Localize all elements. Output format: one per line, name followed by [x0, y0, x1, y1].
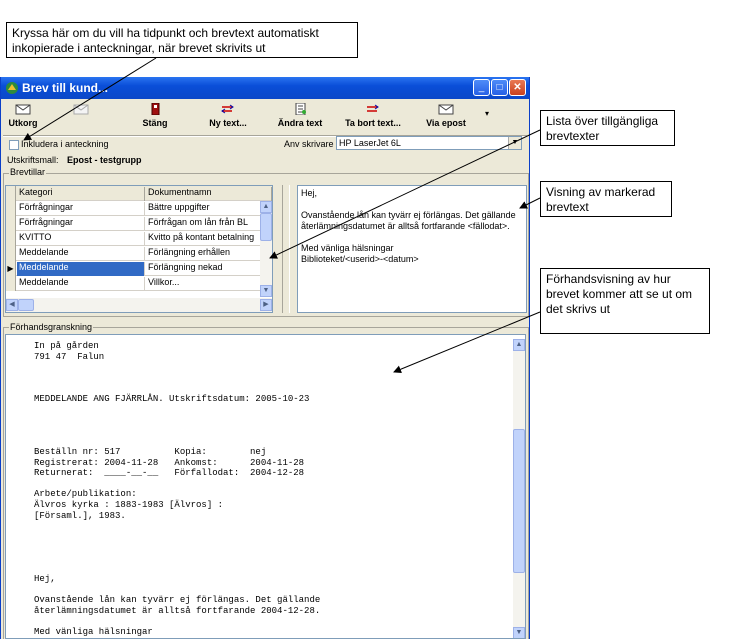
- app-icon: [6, 82, 18, 94]
- callout-checkbox-note: Kryssa här om du vill ha tidpunkt och br…: [6, 22, 358, 58]
- preview-line: 791 47 Falun: [34, 351, 105, 362]
- callout-preview-note: Förhandsvisning av hur brevet kommer att…: [540, 268, 710, 334]
- callout-list-note: Lista över tillgängliga brevtexter: [540, 110, 675, 146]
- preview-line: Med vänliga hälsningar: [34, 627, 153, 638]
- preview-line: Beställn nr: 517 Kopia: nej: [34, 447, 267, 457]
- email-disabled-button[interactable]: [71, 103, 91, 133]
- include-note-label: Inkludera i anteckning: [21, 139, 109, 149]
- close-button[interactable]: ✕: [509, 79, 526, 96]
- preview-line: Arbete/publikation:: [34, 489, 137, 500]
- letter-text-view[interactable]: Hej, Ovanstående lån kan tyvärr ej förlä…: [297, 185, 527, 313]
- scroll-down-icon[interactable]: ▼: [513, 627, 525, 638]
- grid-header: Kategori Dokumentnamn: [6, 186, 272, 201]
- include-note-checkbox[interactable]: [9, 140, 19, 150]
- printer-select[interactable]: HP LaserJet 6L ▼: [336, 136, 522, 150]
- print-button[interactable]: Utkorg: [5, 103, 41, 133]
- maximize-button[interactable]: □: [491, 79, 508, 96]
- preview-line: [Församl.], 1983.: [34, 510, 126, 521]
- envelope-icon: [438, 104, 454, 115]
- envelope-icon: [15, 104, 31, 115]
- edit-text-label: Ändra text: [277, 118, 323, 128]
- new-text-label: Ny text...: [209, 118, 247, 128]
- exit-door-icon: [151, 103, 160, 115]
- toolbar-dropdown-arrow-icon[interactable]: ▾: [485, 109, 490, 118]
- preview-line: Registrerat: 2004-11-28 Ankomst: 2004-11…: [34, 457, 305, 468]
- window-title: Brev till kund...: [22, 81, 109, 95]
- preview-line: MEDDELANDE ANG FJÄRRLÅN. Utskriftsdatum:…: [34, 394, 310, 404]
- scroll-right-icon[interactable]: ▶: [260, 299, 272, 311]
- chevron-down-icon[interactable]: ▼: [508, 137, 521, 149]
- toolbar-separator: [3, 135, 527, 137]
- grid-vscrollbar[interactable]: ▲ ▼: [260, 201, 272, 297]
- template-label: Utskriftsmall:: [7, 155, 59, 165]
- preview-vscrollbar[interactable]: ▲ ▼: [513, 339, 525, 638]
- via-email-label: Via epost: [426, 118, 466, 128]
- close-window-button[interactable]: Stäng: [137, 103, 173, 133]
- printer-label: Anv skrivare: [284, 139, 334, 149]
- delete-text-icon: [367, 104, 379, 112]
- scroll-thumb[interactable]: [513, 429, 525, 573]
- callout-view-note: Visning av markerad brevtext: [540, 181, 672, 217]
- edit-document-icon: [295, 103, 306, 115]
- splitter[interactable]: [282, 185, 290, 313]
- preview-line: Älvros kyrka : 1883-1983 [Älvros] :: [34, 500, 224, 510]
- envelope-disabled-icon: [73, 104, 89, 115]
- column-header-category[interactable]: Kategori: [17, 187, 145, 201]
- preview-group-label: Förhandsgranskning: [9, 322, 94, 332]
- via-email-button[interactable]: Via epost: [421, 103, 471, 133]
- grid-hscrollbar[interactable]: ◀ ▶: [6, 298, 272, 312]
- scroll-up-icon[interactable]: ▲: [260, 201, 272, 213]
- minimize-button[interactable]: _: [473, 79, 490, 96]
- template-value: Epost - testgrupp: [67, 155, 142, 165]
- delete-text-label: Ta bort text...: [345, 118, 401, 128]
- letters-group-label: Brevtillar: [9, 167, 47, 177]
- preview-line: Hej,: [34, 574, 56, 585]
- new-text-icon: [221, 104, 234, 114]
- delete-text-button[interactable]: Ta bort text...: [339, 103, 407, 133]
- row-pointer-icon: ▶: [6, 261, 16, 276]
- close-label: Stäng: [142, 118, 168, 128]
- preview-line: Returnerat: ____-__-__ Förfallodat: 2004…: [34, 468, 305, 479]
- scroll-left-icon[interactable]: ◀: [6, 299, 18, 311]
- print-label: Utkorg: [8, 118, 38, 128]
- scroll-thumb[interactable]: [260, 213, 272, 241]
- preview-line: In på gården: [34, 341, 99, 351]
- letter-window: Brev till kund... _ □ ✕ Utkorg Stäng Ny …: [0, 77, 530, 639]
- column-header-document[interactable]: Dokumentnamn: [146, 187, 272, 201]
- scroll-up-icon[interactable]: ▲: [513, 339, 525, 351]
- new-text-button[interactable]: Ny text...: [201, 103, 255, 133]
- edit-text-button[interactable]: Ändra text: [273, 103, 327, 133]
- scroll-down-icon[interactable]: ▼: [260, 285, 272, 297]
- scroll-thumb[interactable]: [18, 299, 34, 311]
- preview-line: Ovanstående lån kan tyvärr ej förlängas.…: [34, 595, 321, 606]
- title-bar[interactable]: Brev till kund... _ □ ✕: [1, 77, 529, 99]
- preview-group: [3, 327, 529, 639]
- preview-line: återlämningsdatumet är alltså fortfarand…: [34, 606, 321, 616]
- printer-value: HP LaserJet 6L: [339, 138, 401, 148]
